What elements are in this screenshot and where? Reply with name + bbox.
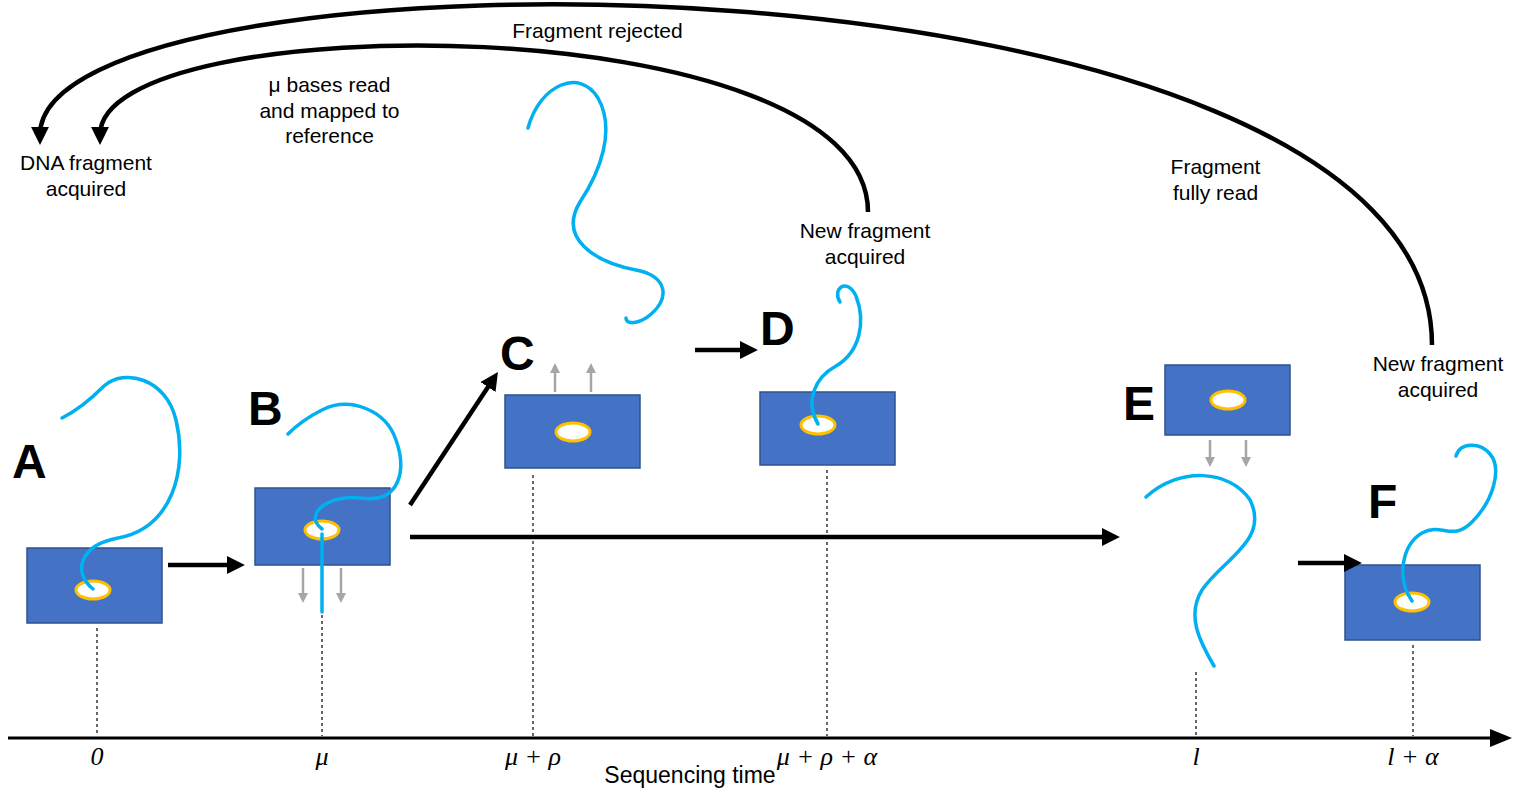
stage-letter: B [248, 385, 283, 433]
stage-letter: E [1123, 380, 1155, 428]
time-tick-label: 0 [91, 744, 104, 770]
transition-arrow [40, 4, 1432, 345]
stage-group: F New fragment acquired [1362, 345, 1515, 645]
time-tick-label: l + α [1387, 744, 1438, 770]
axis-arrow-head [1490, 729, 1512, 747]
stage-group: E Fragment fully read [1120, 150, 1298, 670]
stage-letter: F [1368, 478, 1397, 526]
stage-caption: DNA fragment acquired [10, 150, 162, 201]
tick-line [321, 615, 322, 736]
transition-arrow [100, 45, 868, 212]
translocation-arrow [1209, 440, 1212, 462]
transition-arrow [168, 563, 235, 568]
dna-strand [528, 83, 663, 323]
nanopore [1211, 391, 1245, 409]
ejection-arrow [554, 368, 557, 392]
translocation-arrow [340, 568, 343, 598]
tick-line [1195, 672, 1196, 736]
time-tick-label: μ + ρ [505, 744, 561, 770]
dna-strand [1403, 445, 1496, 601]
dna-strand [812, 286, 861, 424]
time-tick-label: l [1192, 744, 1199, 770]
transition-arrow [410, 535, 1110, 540]
tick-lines [97, 470, 1413, 736]
translocation-arrow [1245, 440, 1248, 462]
pore-chip [1165, 365, 1290, 435]
tick-line [532, 475, 533, 736]
dna-strand [320, 534, 324, 612]
stage-group: A DNA fragment acquired [8, 145, 168, 628]
pore-chip [505, 395, 640, 468]
stage-caption: New fragment acquired [790, 218, 940, 269]
stage-letter: D [760, 305, 795, 353]
time-tick-label: μ [315, 744, 328, 770]
time-tick-label: μ + ρ + α [777, 744, 877, 770]
time-axis [8, 737, 1492, 740]
stage-group: C Fragment rejected [498, 14, 695, 470]
translocation-arrow [302, 568, 305, 598]
transition-arrow [695, 348, 748, 353]
transition-arrow [410, 380, 492, 505]
axis-title: Sequencing time [604, 764, 775, 787]
stage-letter: C [500, 330, 535, 378]
tick-line [96, 628, 97, 736]
pore-chip [760, 392, 895, 465]
stage-caption: Fragment fully read [1168, 154, 1263, 205]
ejection-arrow [590, 368, 593, 392]
dna-strand [1146, 476, 1255, 666]
tick-line [826, 470, 827, 736]
stage-caption: New fragment acquired [1364, 351, 1512, 402]
stage-group: D New fragment acquired [758, 212, 963, 468]
transition-arrow [1298, 561, 1352, 566]
tick-line [1412, 645, 1413, 736]
stage-letter: A [12, 438, 47, 486]
stage-group: Bμ bases read and mapped to reference [245, 66, 410, 615]
dna-strand [288, 405, 401, 529]
pore-chip [27, 548, 162, 623]
stage-caption: Fragment rejected [505, 18, 690, 44]
nanopore [556, 423, 590, 441]
stage-caption: μ bases read and mapped to reference [252, 72, 407, 149]
dna-strand [62, 377, 180, 589]
